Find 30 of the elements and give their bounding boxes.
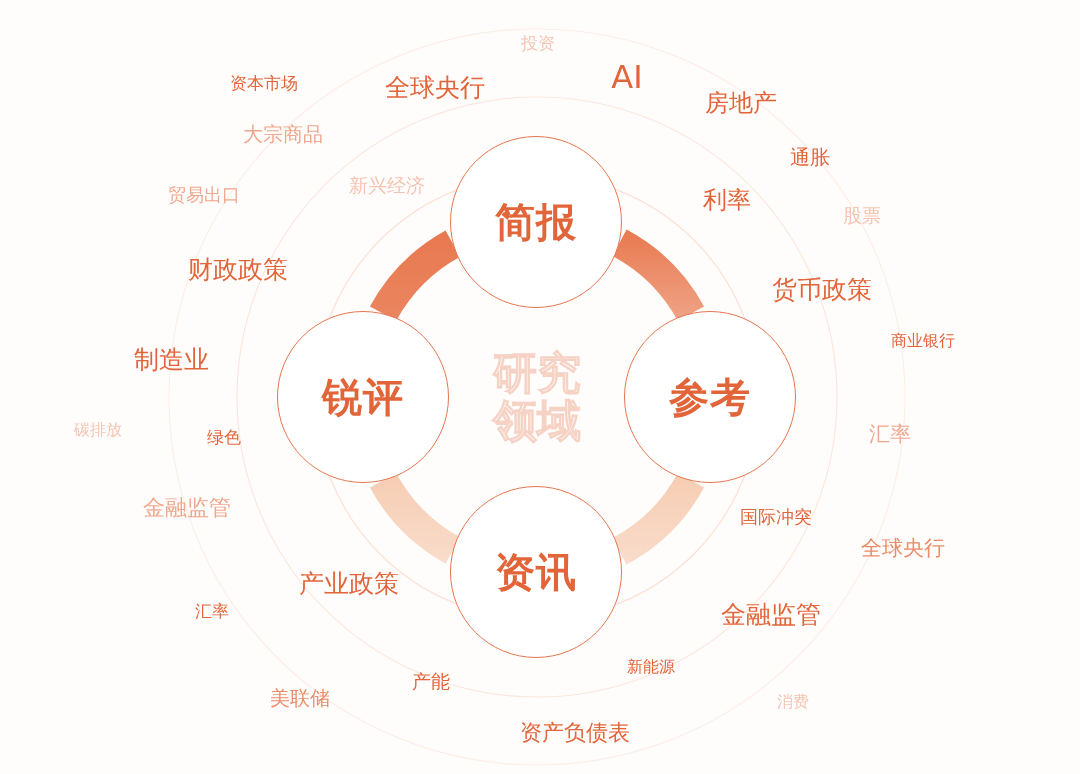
keyword-label: 新兴经济	[349, 174, 425, 196]
keyword-label: 大宗商品	[243, 123, 323, 145]
keyword-label: 投资	[521, 33, 555, 53]
keyword-label: 美联储	[270, 687, 330, 709]
keyword-label: 新能源	[627, 658, 675, 676]
keyword-label: AI	[611, 60, 643, 96]
keyword-label: 房地产	[705, 89, 777, 117]
keyword-label: 汇率	[869, 423, 911, 447]
keyword-label: 股票	[843, 204, 881, 226]
keyword-label: 商业银行	[891, 332, 955, 350]
topic-label: 资讯	[495, 547, 577, 597]
topic-label: 锐评	[322, 372, 404, 422]
keyword-label: 全球央行	[861, 537, 945, 561]
keyword-label: 国际冲突	[740, 507, 812, 527]
keyword-label: 绿色	[207, 427, 241, 447]
keyword-label: 汇率	[195, 601, 229, 621]
keyword-label: 产能	[412, 670, 450, 692]
topic-label: 简报	[495, 197, 577, 247]
keyword-label: 资本市场	[230, 73, 298, 93]
keyword-label: 利率	[703, 186, 751, 214]
keyword-label: 贸易出口	[168, 185, 240, 205]
keyword-label: 通胀	[790, 146, 830, 168]
keyword-label: 金融监管	[721, 601, 821, 629]
keyword-label: 制造业	[133, 346, 209, 374]
keyword-label: 金融监管	[143, 495, 231, 521]
keyword-label: 碳排放	[74, 421, 122, 439]
topic-label: 参考	[669, 372, 751, 422]
keyword-label: 消费	[777, 693, 809, 711]
keyword-label: 产业政策	[299, 570, 399, 598]
center-title: 研究领域	[491, 349, 582, 445]
